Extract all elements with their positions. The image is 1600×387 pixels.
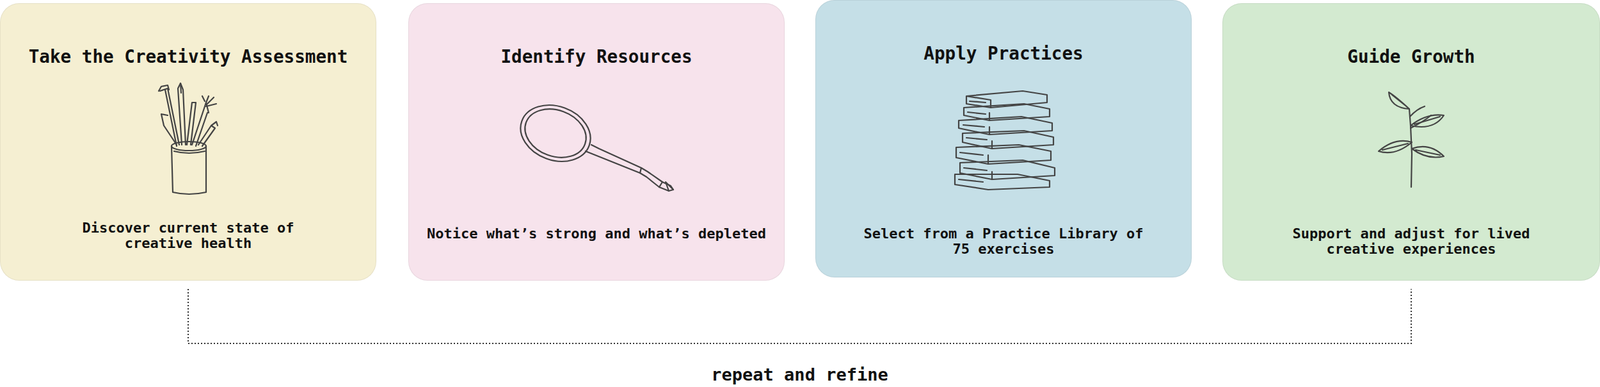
- step-description: Select from a Practice Library of 75 exe…: [859, 225, 1148, 257]
- step-title: Apply Practices: [816, 42, 1192, 64]
- step-box: Identify ResourcesNotice what’s strong a…: [408, 3, 785, 281]
- step-description: Discover current state of creative healt…: [60, 220, 317, 251]
- loop-connector: [188, 288, 1412, 344]
- step-description: Notice what’s strong and what’s depleted: [417, 225, 776, 242]
- book-stack-icon: [954, 90, 1055, 190]
- step-description: Support and adjust for lived creative ex…: [1286, 225, 1536, 257]
- dotted-line: [188, 288, 1412, 344]
- magnifying-glass-icon: [512, 95, 674, 191]
- pencil-cup-icon: [158, 83, 218, 194]
- step-box: Guide GrowthSupport and adjust for lived…: [1222, 3, 1600, 281]
- step-box: Take the Creativity AssessmentDiscover c…: [0, 3, 377, 281]
- loop-label: repeat and refine: [711, 364, 888, 384]
- plant-sprout-icon: [1378, 92, 1444, 187]
- step-box: Apply PracticesSelect from a Practice Li…: [815, 0, 1192, 278]
- step-title: Identify Resources: [408, 46, 784, 68]
- step-title: Guide Growth: [1223, 46, 1600, 68]
- step-title: Take the Creativity Assessment: [0, 46, 376, 68]
